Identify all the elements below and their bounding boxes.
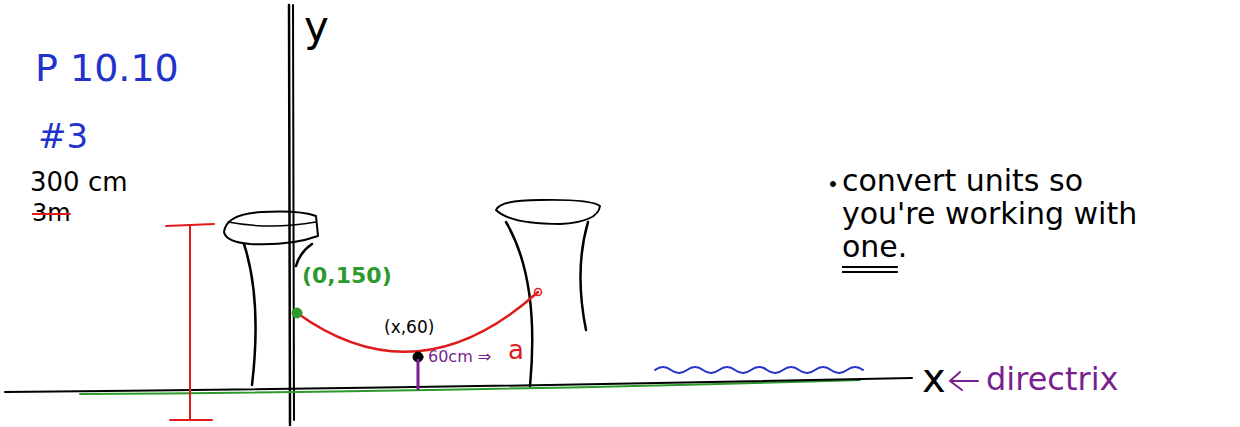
variable-label: a [508, 336, 524, 365]
struck-dimension: 3m [32, 200, 71, 226]
height-dimension: 300 cm [30, 168, 128, 197]
axis-label: x [922, 356, 946, 400]
question-number: #3 [38, 118, 88, 155]
distance-label: 60cm ⇒ [428, 348, 491, 366]
underline [842, 271, 898, 273]
underline [842, 266, 898, 268]
directrix-label: directrix [986, 362, 1118, 397]
problem-number: P 10.10 [35, 48, 179, 90]
axis-label: y [304, 4, 329, 50]
point-label: (0,150) [302, 264, 392, 288]
point-label: (x,60) [384, 318, 434, 337]
note: convert units so you're working with one… [842, 164, 1172, 263]
